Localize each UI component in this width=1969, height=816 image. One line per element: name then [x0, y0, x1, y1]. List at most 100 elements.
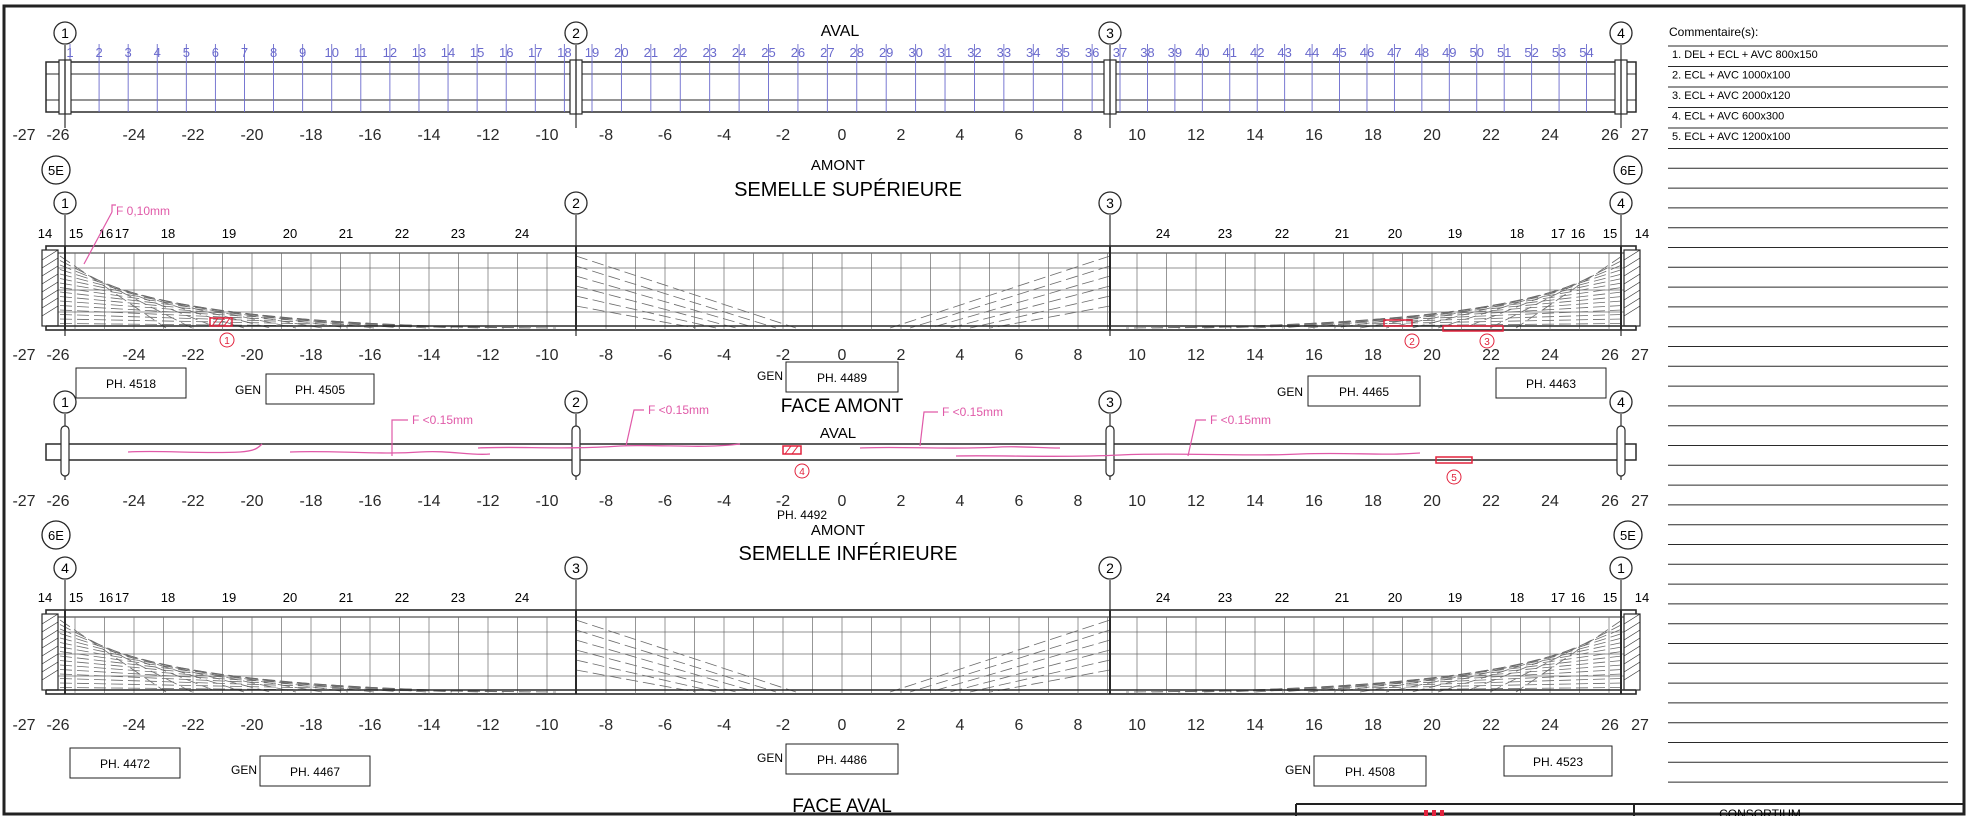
- station-label: 31: [938, 45, 952, 60]
- axis-bubble-label: 1: [61, 25, 69, 41]
- tick-label: 6: [1015, 493, 1024, 510]
- top-amont-title: AMONT: [811, 157, 865, 174]
- tick-label: 24: [1541, 717, 1559, 734]
- rib-label: 16: [1571, 590, 1585, 605]
- crack-annotation: F <0.15mm: [919, 405, 1003, 447]
- station-label: 44: [1305, 45, 1319, 60]
- defect-marker-1: 1: [209, 317, 235, 348]
- station-label: 22: [673, 45, 687, 60]
- tick-label: 0: [838, 493, 847, 510]
- tick-label: 4: [956, 347, 965, 364]
- tick-label: -22: [181, 347, 204, 364]
- station-label: 27: [820, 45, 834, 60]
- tick-label: 22: [1482, 127, 1500, 144]
- rib-label: 19: [1448, 226, 1462, 241]
- tick-label: 20: [1423, 717, 1441, 734]
- tick-label: -24: [122, 347, 145, 364]
- tick-label: -24: [122, 127, 145, 144]
- axis-bubble: [53, 191, 77, 215]
- comment-item: 3. ECL + AVC 2000x120: [1672, 90, 1790, 102]
- station-label: 40: [1195, 45, 1209, 60]
- rib-label: 20: [1388, 590, 1402, 605]
- axis-bubble: [564, 191, 588, 215]
- face-amont-posts: [60, 425, 1626, 477]
- face-amont-heading: FACE AMONT: [781, 396, 904, 417]
- rib-label: 17: [1551, 590, 1565, 605]
- tick-label: 16: [1305, 347, 1323, 364]
- station-label: 45: [1332, 45, 1346, 60]
- axis-bubble-label: 2: [572, 25, 580, 41]
- tick-label: -18: [299, 493, 322, 510]
- tick-label: 20: [1423, 347, 1441, 364]
- tick-label: 26: [1601, 127, 1619, 144]
- tick-label: 14: [1246, 493, 1264, 510]
- station-label: 2: [95, 45, 102, 60]
- crack-annotation-sup: F 0,10mm: [83, 204, 170, 265]
- rib-label: 23: [1218, 226, 1232, 241]
- station-label: 24: [732, 45, 746, 60]
- rib-label: 21: [1335, 226, 1349, 241]
- tick-label: 2: [897, 493, 906, 510]
- tick-label: 4: [956, 717, 965, 734]
- tick-label: 12: [1187, 347, 1205, 364]
- sup-heading: SEMELLE SUPÉRIEURE: [734, 178, 962, 201]
- station-label: 53: [1552, 45, 1566, 60]
- axis-bubble-label: 4: [1617, 25, 1625, 41]
- rib-label: 14: [38, 226, 52, 241]
- tick-label: 16: [1305, 127, 1323, 144]
- station-label: 41: [1223, 45, 1237, 60]
- tick-label: 18: [1364, 493, 1382, 510]
- tick-label: -18: [299, 347, 322, 364]
- tick-label: -4: [717, 347, 731, 364]
- tick-label: 2: [897, 717, 906, 734]
- rib-label: 18: [161, 590, 175, 605]
- tick-label: -2: [776, 717, 790, 734]
- station-label: 47: [1387, 45, 1401, 60]
- svg-text:PH. 4523: PH. 4523: [1533, 755, 1583, 769]
- station-label: 11: [354, 45, 368, 60]
- tick-label: -27: [12, 493, 35, 510]
- crack-annotation: F <0.15mm: [625, 403, 709, 447]
- tick-label: -2: [776, 127, 790, 144]
- comment-item: 2. ECL + AVC 1000x100: [1672, 70, 1790, 82]
- tick-label: -16: [358, 717, 381, 734]
- rib-label: 19: [222, 226, 236, 241]
- rib-label: 17: [115, 226, 129, 241]
- tick-label: -8: [599, 127, 613, 144]
- tick-label: 10: [1128, 347, 1146, 364]
- tick-label: -6: [658, 347, 672, 364]
- svg-text:PH. 4467: PH. 4467: [290, 765, 340, 779]
- rib-label: 22: [395, 226, 409, 241]
- tick-label: -4: [717, 717, 731, 734]
- rib-label: 24: [1156, 590, 1170, 605]
- station-label: 42: [1250, 45, 1264, 60]
- station-label: 50: [1470, 45, 1484, 60]
- axis-bubble: [1098, 390, 1122, 414]
- tick-label: -10: [535, 127, 558, 144]
- tick-label: -16: [358, 347, 381, 364]
- end-bubble-5e: 5E: [41, 155, 71, 185]
- rib-label: 15: [69, 226, 83, 241]
- axis-bubble: [53, 21, 77, 45]
- svg-text:F <0.15mm: F <0.15mm: [942, 405, 1003, 419]
- photo-ref: PH. 4472: [69, 747, 181, 779]
- svg-text:PH. 4472: PH. 4472: [100, 757, 150, 771]
- rib-label: 16: [99, 590, 113, 605]
- tick-label: -6: [658, 717, 672, 734]
- tick-label: 27: [1631, 717, 1649, 734]
- axis-bubble-label: 1: [1617, 560, 1625, 576]
- tick-label: -18: [299, 717, 322, 734]
- inf-beam: [41, 609, 1641, 695]
- axis-bubble: [1609, 390, 1633, 414]
- station-label: 33: [997, 45, 1011, 60]
- svg-text:F 0,10mm: F 0,10mm: [116, 204, 170, 218]
- tick-label: -20: [240, 717, 263, 734]
- svg-text:4: 4: [799, 467, 805, 478]
